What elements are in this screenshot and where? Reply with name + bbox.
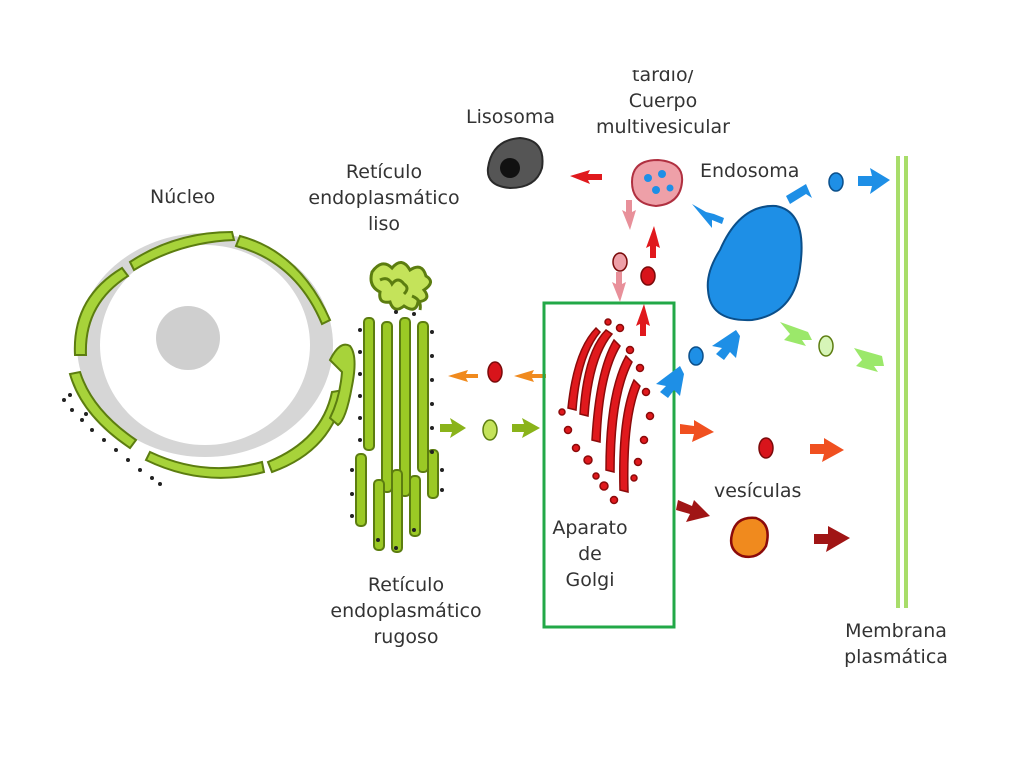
red-vesicle-er bbox=[487, 361, 503, 383]
plasma-membrane bbox=[896, 156, 908, 608]
endosome bbox=[706, 204, 803, 322]
label-late-endosome: tardío/ Cuerpo multivesicular bbox=[596, 70, 730, 138]
golgi-apparatus bbox=[558, 318, 655, 505]
blue-arrow-to-golgi-1 bbox=[712, 330, 740, 360]
blue-arrow-out-2 bbox=[858, 168, 890, 194]
blue-arrow-out-1 bbox=[786, 184, 812, 204]
blue-vesicle-bottom bbox=[688, 346, 704, 366]
green-vesicle-er bbox=[482, 419, 498, 441]
red-secretory-vesicle bbox=[758, 437, 774, 459]
blue-vesicle-top bbox=[828, 172, 844, 192]
orange-arrow-1 bbox=[448, 370, 478, 382]
nuclear-ribosomes bbox=[62, 393, 162, 486]
orangered-arrow-2 bbox=[810, 438, 844, 462]
nucleus bbox=[62, 230, 356, 486]
secretory-traffic bbox=[676, 420, 850, 559]
lightgreen-vesicle bbox=[818, 335, 834, 357]
darkred-arrow-2 bbox=[814, 526, 850, 552]
mvb-golgi-traffic bbox=[612, 200, 660, 336]
red-arrow-up-2 bbox=[636, 304, 650, 336]
smooth-er bbox=[369, 261, 432, 311]
er-golgi-traffic bbox=[440, 361, 546, 441]
red-arrow-up-1 bbox=[646, 226, 660, 258]
blue-arrow-to-golgi-2 bbox=[656, 366, 684, 398]
nucleolus bbox=[156, 306, 220, 370]
lightgreen-arrow-1 bbox=[780, 322, 812, 346]
golgi-highlight-box bbox=[542, 301, 676, 629]
pink-arrow-2 bbox=[612, 272, 626, 302]
secretory-granule bbox=[729, 516, 769, 559]
label-rough-er: Retículo endoplasmático rugoso bbox=[330, 574, 482, 648]
lysosome bbox=[486, 136, 544, 190]
green-arrow-1 bbox=[440, 418, 466, 438]
rough-er-ribosomes bbox=[350, 310, 444, 550]
red-arrow-to-lysosome bbox=[570, 170, 602, 184]
green-arrow-2 bbox=[512, 418, 540, 438]
rough-er bbox=[355, 317, 439, 553]
label-plasma-membrane: Membrana plasmática bbox=[844, 620, 948, 668]
label-endosome: Endosoma bbox=[700, 160, 800, 182]
pink-arrow-1 bbox=[622, 200, 636, 230]
blue-arrow-to-mvb bbox=[692, 204, 724, 228]
label-vesicles: vesículas bbox=[714, 480, 802, 502]
orange-arrow-2 bbox=[514, 370, 546, 382]
darkred-arrow-1 bbox=[676, 500, 710, 522]
red-vesicle-mvb bbox=[640, 266, 656, 286]
label-golgi: Aparato de Golgi bbox=[552, 517, 628, 591]
label-lysosome: Lisosoma bbox=[466, 106, 556, 128]
nuclear-envelope bbox=[68, 230, 356, 479]
label-smooth-er: Retículo endoplasmático liso bbox=[308, 161, 460, 235]
multivesicular-body bbox=[630, 158, 684, 208]
lightgreen-arrow-2 bbox=[854, 348, 884, 372]
pink-vesicle bbox=[612, 252, 628, 272]
orangered-arrow-1 bbox=[680, 420, 714, 442]
label-nucleus: Núcleo bbox=[150, 186, 216, 208]
